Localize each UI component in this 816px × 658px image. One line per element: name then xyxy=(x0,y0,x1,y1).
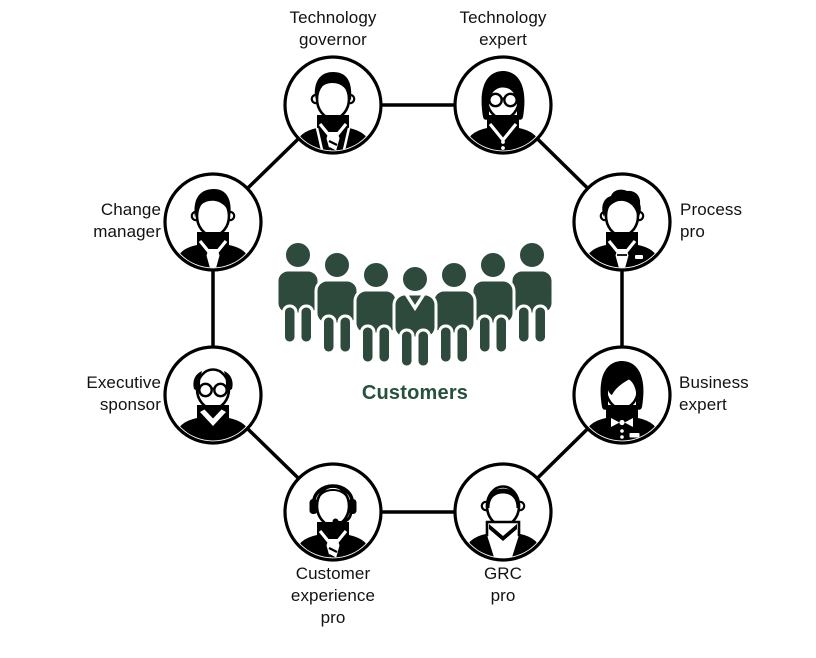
technology-expert-avatar-icon xyxy=(453,55,553,155)
label-business-expert: Business expert xyxy=(679,373,749,414)
label-executive-sponsor: Executive sponsor xyxy=(86,373,161,414)
label-customer-experience-pro: Customer experience pro xyxy=(290,564,376,627)
executive-sponsor-avatar-icon xyxy=(163,345,263,445)
business-expert-avatar-icon xyxy=(572,345,672,445)
label-technology-governor: Technology governor xyxy=(289,8,377,49)
label-process-pro: Process pro xyxy=(680,200,743,241)
customers-group-icon xyxy=(275,240,555,369)
grc-pro-avatar-icon xyxy=(453,462,553,562)
change-manager-avatar-icon xyxy=(163,172,263,272)
label-grc-pro: GRC pro xyxy=(483,564,523,605)
customers-label: Customers xyxy=(361,382,469,404)
technology-governor-avatar-icon xyxy=(283,55,383,155)
label-technology-expert: Technology expert xyxy=(459,8,547,49)
label-change-manager: Change manager xyxy=(93,200,161,241)
process-pro-avatar-icon xyxy=(572,172,672,272)
customer-experience-pro-avatar-icon xyxy=(283,462,383,562)
